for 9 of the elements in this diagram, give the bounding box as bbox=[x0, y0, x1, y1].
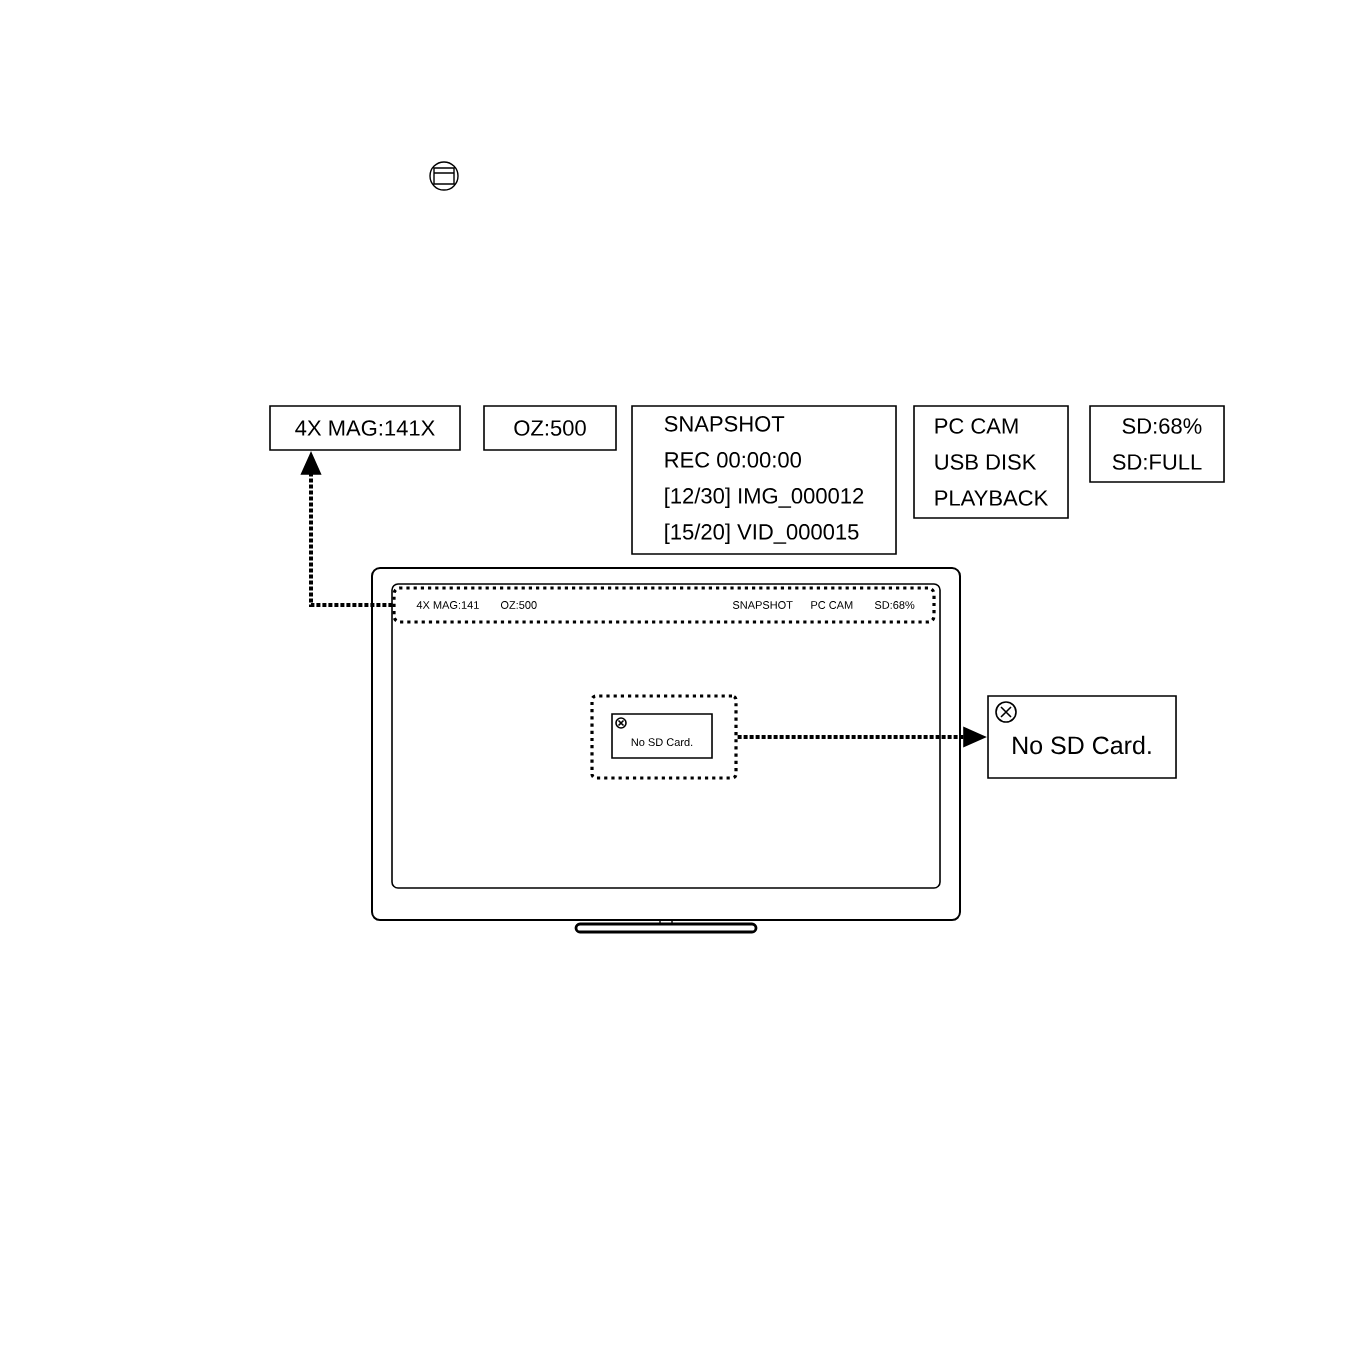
message-box: No SD Card. bbox=[987, 695, 1177, 779]
screen bbox=[391, 583, 941, 889]
label-box: 4X MAG:141X bbox=[269, 405, 461, 451]
status-bar bbox=[392, 586, 936, 624]
label-box: SD:68% SD:FULL bbox=[1089, 405, 1225, 483]
label-box: PC CAM USB DISK PLAYBACK bbox=[913, 405, 1069, 519]
label-box: SNAPSHOT REC 00:00:00 [12/30] IMG_000012 [15/20] VID_000015 bbox=[631, 405, 897, 555]
label-box: OZ:500 bbox=[483, 405, 617, 451]
highlight-box bbox=[590, 694, 738, 780]
